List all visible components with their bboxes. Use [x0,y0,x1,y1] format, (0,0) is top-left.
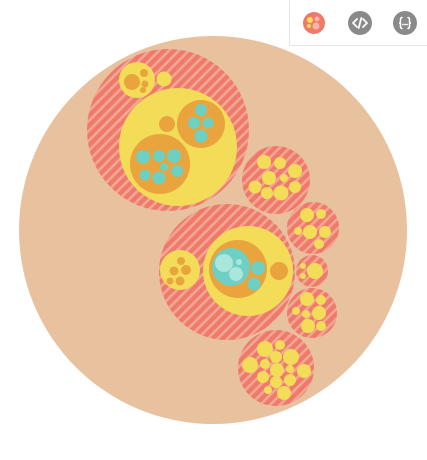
inner-circle[interactable] [177,257,185,265]
inner-circle[interactable] [124,74,140,90]
inner-circle[interactable] [177,100,225,148]
group-circle[interactable] [248,180,262,194]
group-circle[interactable] [277,386,291,400]
group-circle[interactable] [273,185,289,201]
inner-circle[interactable] [169,266,179,276]
group-circle[interactable] [280,174,288,182]
group-circle[interactable] [284,374,296,386]
group-circle[interactable] [270,351,282,363]
inner-circle[interactable] [270,262,288,280]
leaf-circle[interactable] [202,117,214,129]
toolbar [289,0,427,46]
inner-circle[interactable] [181,265,191,275]
group-circle[interactable] [316,209,326,219]
leaf-circle[interactable] [167,149,181,163]
group-circle[interactable] [303,225,317,239]
group-circle[interactable] [292,307,300,315]
leaf-circle[interactable] [247,277,261,291]
group-circle[interactable] [257,371,269,383]
group-circle[interactable] [257,341,273,357]
group-circle[interactable] [274,157,286,169]
leaf-circle[interactable] [139,169,151,181]
leaf-circle[interactable] [236,259,242,265]
inner-circle[interactable] [140,69,148,77]
leaf-circle[interactable] [160,163,168,171]
group-circle[interactable] [300,263,306,269]
group-circle[interactable] [314,239,324,249]
leaf-circle[interactable] [153,150,165,162]
group-circle[interactable] [260,359,270,369]
cluster-circle[interactable] [242,146,310,214]
group-circle[interactable] [300,273,306,279]
leaf-circle[interactable] [136,150,150,164]
group-circle[interactable] [242,357,258,373]
leaf-circle[interactable] [215,254,233,272]
leaf-circle[interactable] [152,171,166,185]
group-circle[interactable] [261,187,273,199]
group-circle[interactable] [156,71,172,87]
group-circle[interactable] [289,181,301,193]
group-circle[interactable] [300,292,314,306]
leaf-circle[interactable] [251,261,265,275]
code-icon[interactable] [348,11,372,35]
group-circle[interactable] [270,376,282,388]
group-circle[interactable] [316,295,326,305]
group-circle[interactable] [316,321,326,331]
group-circle[interactable] [270,363,284,377]
group-circle[interactable] [262,171,276,185]
inner-circle[interactable] [175,276,185,286]
leaf-circle[interactable] [194,129,208,143]
group-circle[interactable] [275,340,285,350]
group-circle[interactable] [264,386,272,394]
leaf-circle[interactable] [195,104,207,116]
inner-circle[interactable] [130,134,190,194]
group-circle[interactable] [307,263,323,279]
group-circle[interactable] [319,226,331,238]
group-circle[interactable] [257,155,271,169]
thumbnail-icon[interactable] [302,11,326,35]
inner-circle[interactable] [141,80,149,88]
group-circle[interactable] [297,364,311,378]
group-circle[interactable] [283,349,299,365]
group-circle[interactable] [286,365,294,373]
group-circle[interactable] [288,164,302,178]
inner-circle[interactable] [166,277,174,285]
leaf-circle[interactable] [229,267,243,281]
group-circle[interactable] [312,306,326,320]
inner-circle[interactable] [159,116,175,132]
group-circle[interactable] [302,310,310,318]
group-circle[interactable] [294,227,302,235]
group-circle[interactable] [300,208,314,222]
group-circle[interactable] [301,319,315,333]
leaf-circle[interactable] [188,117,200,129]
inner-circle[interactable] [140,87,146,93]
json-icon[interactable] [393,11,417,35]
leaf-circle[interactable] [171,165,183,177]
